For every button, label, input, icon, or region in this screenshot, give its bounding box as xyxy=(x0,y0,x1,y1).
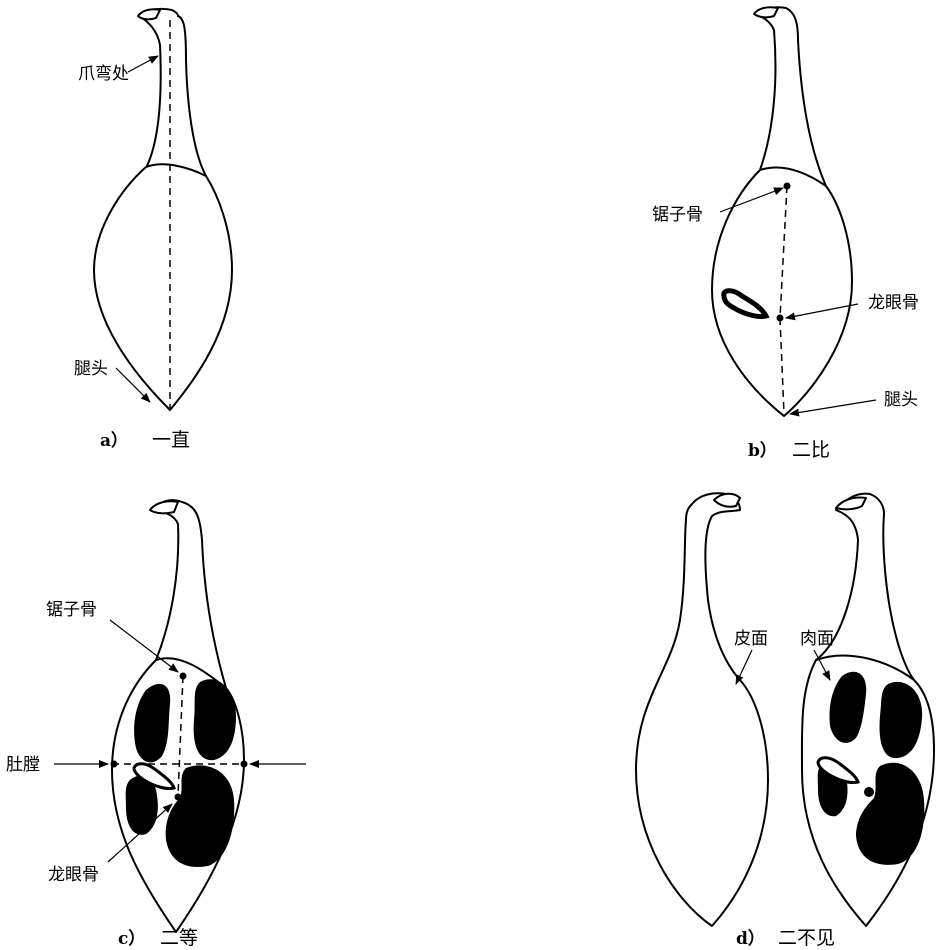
belly-label: 肚膛 xyxy=(6,755,40,775)
panel-c: 锯子骨 肚膛 龙眼骨 c） 二等 xyxy=(6,500,306,949)
ham-d-meat-shank xyxy=(816,494,914,680)
caption-d-letter: d） xyxy=(736,928,765,949)
claw-bend-label: 爪弯处 xyxy=(78,64,129,84)
meat-dot-d xyxy=(864,787,874,797)
longan-bone-label-b: 龙眼骨 xyxy=(868,293,919,313)
leg-head-label-a: 腿头 xyxy=(74,359,108,379)
ham-c-claw xyxy=(150,501,178,513)
caption-a-letter: a） xyxy=(100,430,128,451)
meat-side-label: 肉面 xyxy=(800,629,834,649)
longan-bone-dot-b xyxy=(777,315,784,322)
caption-b-letter: b） xyxy=(748,440,777,461)
caption-c-text: 二等 xyxy=(160,927,198,949)
ham-a-shank xyxy=(140,9,206,176)
ham-b-claw xyxy=(754,7,778,17)
ham-a-claw xyxy=(138,9,160,19)
panel-d: 皮面 肉面 d） 二不见 xyxy=(636,493,934,949)
caption-a-text: 一直 xyxy=(152,429,190,451)
ham-a-body xyxy=(94,164,232,410)
caption-d-text: 二不见 xyxy=(778,927,835,949)
caption-c-letter: c） xyxy=(118,928,145,949)
saw-bone-label-b: 锯子骨 xyxy=(652,205,703,225)
longan-bone-dot-c xyxy=(175,794,182,801)
belly-left-dot xyxy=(111,761,118,768)
claw-bend-leader xyxy=(128,56,158,72)
ham-d-skin xyxy=(636,493,768,926)
saw-bone-dot-c xyxy=(180,673,187,680)
skin-side-leader xyxy=(736,650,752,684)
skin-side-label: 皮面 xyxy=(734,629,768,649)
saw-bone-dot-b xyxy=(784,183,791,190)
panel-a: 爪弯处 腿头 a） 一直 xyxy=(74,9,232,451)
saw-bone-label-c: 锯子骨 xyxy=(46,600,97,620)
longan-bone-label-c: 龙眼骨 xyxy=(48,865,99,885)
leg-head-leader-b xyxy=(790,400,876,414)
panel-b: 锯子骨 龙眼骨 腿头 b） 二比 xyxy=(652,7,919,461)
ham-b-shank xyxy=(756,7,826,186)
belly-right-dot xyxy=(241,761,248,768)
caption-b-text: 二比 xyxy=(792,439,830,461)
leg-head-label-b: 腿头 xyxy=(884,390,918,410)
